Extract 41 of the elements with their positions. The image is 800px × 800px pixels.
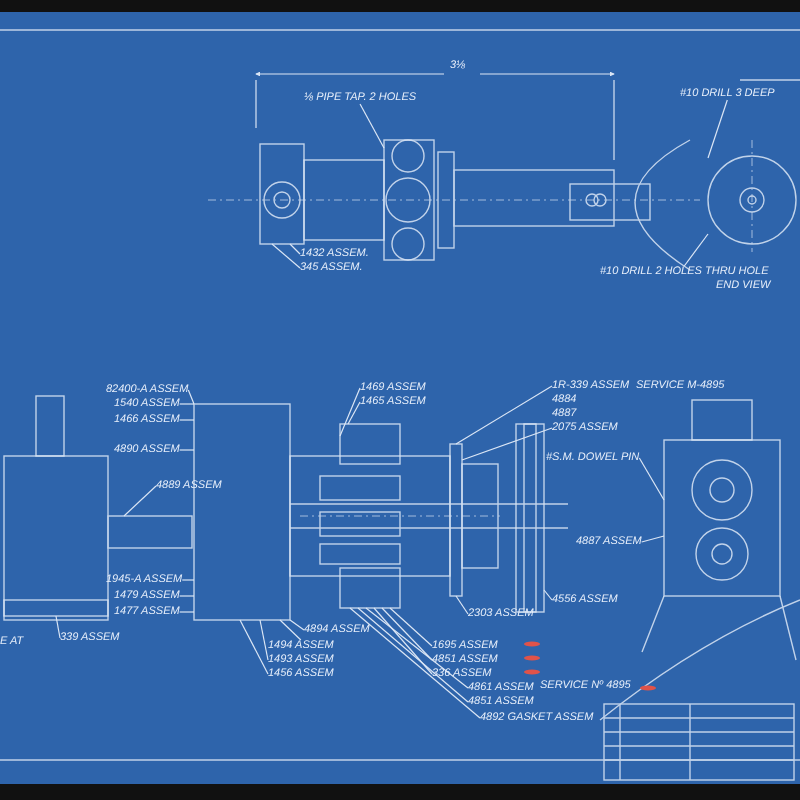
leader-line [683, 233, 709, 267]
leader-line [357, 607, 469, 703]
flange-outline [449, 443, 463, 597]
leader-line [349, 607, 481, 719]
leader-line [389, 607, 433, 647]
leader-line [179, 611, 195, 613]
leader-line [239, 619, 269, 675]
leader-line [641, 535, 665, 543]
leader-line [179, 449, 195, 451]
pump-body-outline [383, 139, 435, 261]
leader-line [279, 619, 302, 641]
cap-outline [339, 567, 401, 609]
end-view-outline [707, 155, 797, 245]
leader-line [181, 579, 195, 581]
leader-line [123, 485, 157, 517]
leader-line [347, 401, 361, 425]
leader-line [179, 595, 195, 597]
leader-line [455, 595, 469, 615]
gearbox-outline [3, 455, 109, 617]
leader-line [179, 403, 195, 405]
leader-line [339, 387, 361, 437]
leader-line [271, 243, 301, 269]
leader-line [259, 619, 269, 661]
leader-line [543, 589, 553, 601]
leader-line [373, 607, 433, 675]
housing-outline [259, 143, 305, 245]
end-view-outline [663, 439, 781, 597]
cap-outline [339, 423, 401, 465]
leader-line [638, 457, 665, 501]
leader-line [461, 427, 553, 461]
coupling-outline [107, 515, 193, 549]
leader-line [289, 243, 301, 255]
leader-line [187, 389, 195, 405]
leader-line [55, 615, 61, 639]
leader-line [289, 619, 305, 631]
leader-line [179, 419, 195, 421]
leader-line [365, 607, 469, 689]
leader-line [707, 99, 728, 159]
leader-line [359, 103, 385, 149]
leader-line [381, 607, 433, 661]
leader-line [455, 385, 553, 445]
